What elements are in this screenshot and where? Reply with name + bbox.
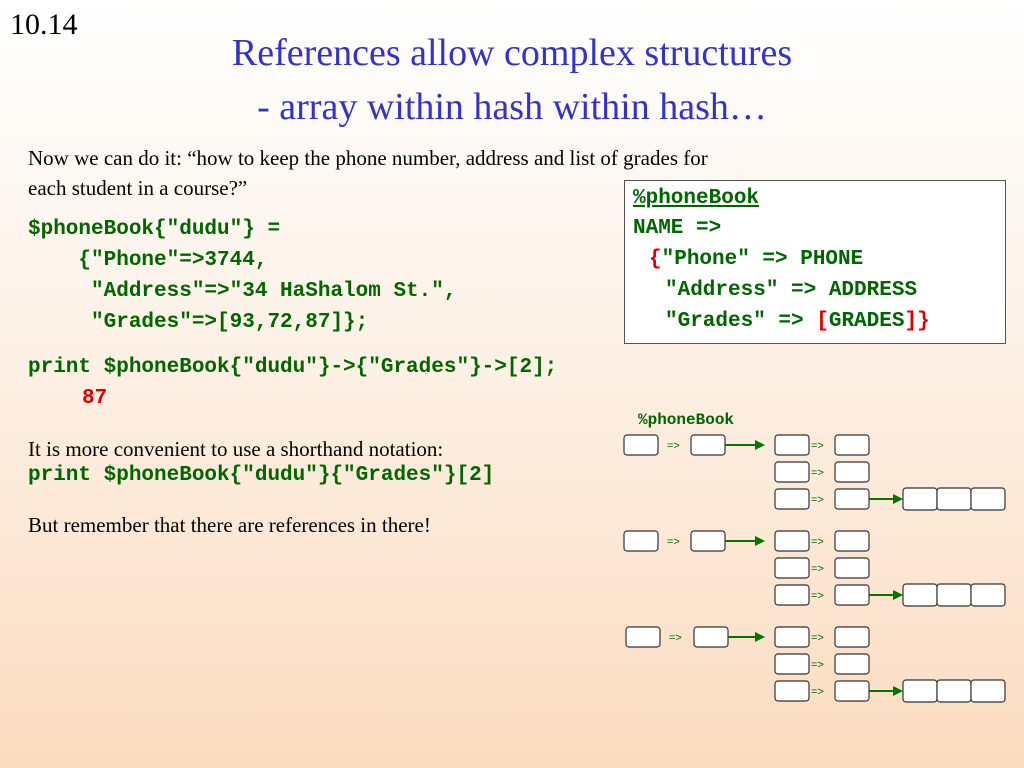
hash-arrow-label-1-1: => (811, 563, 824, 575)
hash-arrow-label-0-0: => (811, 440, 824, 452)
hash-value-box-2-2 (834, 680, 870, 702)
structure-open-brace: { (649, 248, 662, 271)
hash-ref-arrow-1-head (755, 536, 765, 546)
intro-line-1: Now we can do it: “how to keep the phone… (28, 146, 708, 170)
array-ref-arrow-0-head (893, 494, 903, 504)
hash-ref-arrow-2-head (755, 632, 765, 642)
key-box-1 (623, 530, 659, 552)
array-cell-0-0 (902, 487, 938, 511)
hash-value-box-0-0 (834, 434, 870, 456)
hash-key-box-0-1 (774, 461, 810, 483)
hash-key-box-1-1 (774, 557, 810, 579)
hash-value-box-2-1 (834, 653, 870, 675)
structure-line-2: NAME => (633, 217, 722, 240)
array-cell-2-0 (902, 679, 938, 703)
title-line-1: References allow complex structures (231, 32, 793, 74)
array-cell-2-2 (970, 679, 1006, 703)
remember-text: But remember that there are references i… (28, 513, 431, 537)
array-cell-2-1 (936, 679, 972, 703)
key-arrow-label-0: => (667, 440, 680, 452)
structure-line-1: %phoneBook (633, 187, 760, 210)
array-cell-0-1 (936, 487, 972, 511)
hash-arrow-label-2-0: => (811, 632, 824, 644)
key-box-2 (625, 626, 661, 648)
ref-box-2 (693, 626, 729, 648)
array-cell-0-2 (970, 487, 1006, 511)
hash-value-box-1-2 (834, 584, 870, 606)
hash-key-box-2-2 (774, 680, 810, 702)
structure-line-4: "Address" => ADDRESS (665, 279, 918, 302)
structure-line-3: {"Phone" => PHONE (649, 248, 863, 271)
intro-line-2: each student in a course?” (28, 176, 248, 200)
structure-line-5: "Grades" => [GRADES]} (665, 310, 930, 333)
hash-value-box-0-2 (834, 488, 870, 510)
array-cell-1-2 (970, 583, 1006, 607)
code-line-1: $phoneBook{"dudu"} = (28, 218, 281, 241)
code-line-3: "Address"=>"34 HaShalom St.", (28, 280, 457, 303)
array-cell-1-1 (936, 583, 972, 607)
hash-key-box-0-2 (774, 488, 810, 510)
shorthand-text: It is more convenient to use a shorthand… (28, 437, 444, 461)
print-statement: print $phoneBook{"dudu"}->{"Grades"}->[2… (28, 356, 558, 379)
hash-arrow-label-2-1: => (811, 659, 824, 671)
ref-box-0 (690, 434, 726, 456)
shorthand-code: print $phoneBook{"dudu"}{"Grades"}[2] (28, 464, 495, 487)
hash-ref-arrow-0-head (755, 440, 765, 450)
array-cell-1-0 (902, 583, 938, 607)
hash-value-box-2-0 (834, 626, 870, 648)
structure-open-bracket: [ (816, 310, 829, 333)
hash-arrow-label-2-2: => (811, 686, 824, 698)
structure-grades: "Grades" => (665, 310, 817, 333)
hash-key-box-1-2 (774, 584, 810, 606)
key-box-0 (623, 434, 659, 456)
code-line-4: "Grades"=>[93,72,87]}; (28, 311, 369, 334)
array-ref-arrow-2-head (893, 686, 903, 696)
hash-arrow-label-1-0: => (811, 536, 824, 548)
diagram-title: %phoneBook (638, 411, 735, 429)
code-line-2: {"Phone"=>3744, (28, 249, 268, 272)
structure-phone: "Phone" => PHONE (661, 248, 864, 271)
hash-arrow-label-0-2: => (811, 494, 824, 506)
hash-arrow-label-1-2: => (811, 590, 824, 602)
structure-grades-value: GRADES (828, 310, 905, 333)
key-arrow-label-2: => (669, 632, 682, 644)
structure-close: ]} (904, 310, 930, 333)
hash-value-box-0-1 (834, 461, 870, 483)
title-line-2: - array within hash within hash… (257, 86, 767, 128)
hash-value-box-1-0 (834, 530, 870, 552)
structure-box: %phoneBook NAME => {"Phone" => PHONE "Ad… (624, 180, 1006, 344)
hash-value-box-1-1 (834, 557, 870, 579)
array-ref-arrow-1-head (893, 590, 903, 600)
key-arrow-label-1: => (667, 536, 680, 548)
hash-arrow-label-0-1: => (811, 467, 824, 479)
ref-box-1 (690, 530, 726, 552)
hash-key-box-1-0 (774, 530, 810, 552)
print-result: 87 (82, 387, 108, 410)
slide-number: 10.14 (10, 8, 78, 41)
hash-key-box-0-0 (774, 434, 810, 456)
hash-key-box-2-0 (774, 626, 810, 648)
hash-key-box-2-1 (774, 653, 810, 675)
